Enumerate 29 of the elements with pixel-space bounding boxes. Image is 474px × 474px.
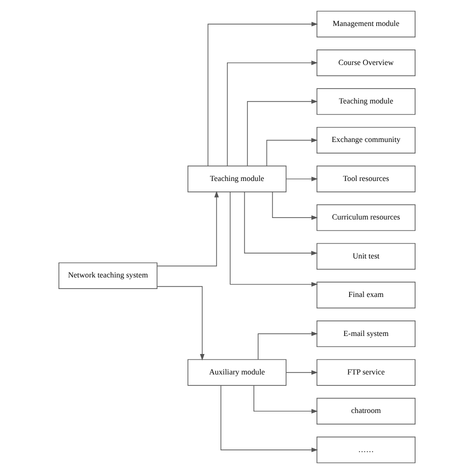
node-box: E-mail system [316, 320, 416, 348]
arrow [220, 385, 318, 452]
node-box: Tool resources [316, 166, 416, 192]
node-box: Management module [316, 10, 416, 38]
arrow [156, 190, 219, 266]
arrow [286, 370, 318, 375]
node-box: Course Overview [316, 50, 416, 76]
node-box: Teaching module [316, 88, 416, 115]
node-box: chatroom [316, 398, 416, 424]
node-box: FTP service [316, 359, 416, 386]
arrow [253, 385, 318, 414]
arrow [226, 60, 318, 166]
node-box: Curriculum resources [316, 204, 416, 231]
arrow [266, 138, 318, 166]
node-box: Teaching module [188, 166, 286, 192]
node-box: Network teaching system [58, 262, 158, 289]
node-box: …… [316, 436, 416, 464]
arrow [208, 22, 318, 166]
node-box: Auxiliary module [188, 359, 286, 386]
arrow [244, 192, 318, 256]
arrow [286, 176, 318, 182]
arrow [247, 99, 318, 166]
node-box: Unit test [316, 243, 416, 270]
arrow [272, 192, 318, 220]
node-box: Exchange community [316, 126, 416, 154]
arrow [156, 286, 204, 360]
arrow [258, 332, 318, 360]
node-box: Final exam [316, 282, 416, 308]
arrow [230, 192, 318, 287]
